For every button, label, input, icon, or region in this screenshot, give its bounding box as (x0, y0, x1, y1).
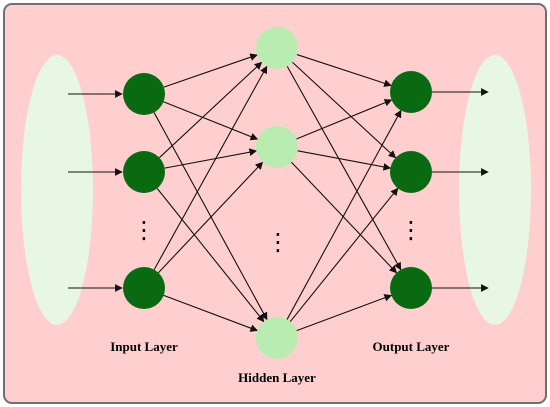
output-node-2 (390, 151, 432, 193)
hidden-node-2 (256, 126, 298, 168)
edge-input-3-to-hidden-2 (158, 161, 264, 274)
edge-hidden-1-to-output-3 (286, 66, 402, 271)
output-ellipse (459, 55, 531, 325)
hidden-layer-label: Hidden Layer (238, 370, 316, 385)
network-nodes (123, 27, 432, 359)
edge-hidden-3-to-output-1 (286, 109, 402, 320)
connection-edges (153, 53, 402, 332)
edge-input-3-to-hidden-3 (163, 294, 259, 332)
edge-input-1-to-hidden-2 (163, 101, 259, 141)
edge-hidden-1-to-output-2 (292, 61, 397, 159)
edge-input-1-to-hidden-1 (163, 53, 258, 88)
edge-hidden-3-to-output-2 (289, 187, 399, 323)
hidden-node-3 (256, 317, 298, 359)
output-ellipsis: ⋮ (399, 216, 423, 244)
input-output-arrows (68, 88, 489, 292)
input-ellipse (21, 55, 93, 325)
edge-hidden-2-to-output-1 (296, 99, 393, 140)
edge-input-2-to-hidden-3 (156, 188, 265, 323)
edge-input-3-to-hidden-1 (153, 65, 268, 270)
input-node-2 (123, 151, 165, 193)
edge-hidden-2-to-output-2 (297, 150, 392, 171)
hidden-node-1 (256, 27, 298, 69)
hidden-ellipsis: ⋮ (266, 228, 290, 256)
output-node-3 (390, 267, 432, 309)
output-layer-label: Output Layer (373, 339, 450, 354)
input-node-1 (123, 73, 165, 115)
edge-input-1-to-hidden-3 (153, 112, 268, 321)
input-node-3 (123, 267, 165, 309)
edge-input-2-to-hidden-2 (164, 148, 258, 169)
edge-input-2-to-hidden-1 (158, 61, 263, 159)
edge-hidden-1-to-output-1 (296, 54, 392, 87)
input-layer-label: Input Layer (110, 339, 178, 354)
output-node-1 (390, 71, 432, 113)
edge-hidden-2-to-output-3 (291, 161, 398, 274)
input-ellipsis: ⋮ (132, 216, 156, 244)
edge-hidden-3-to-output-3 (296, 294, 393, 332)
